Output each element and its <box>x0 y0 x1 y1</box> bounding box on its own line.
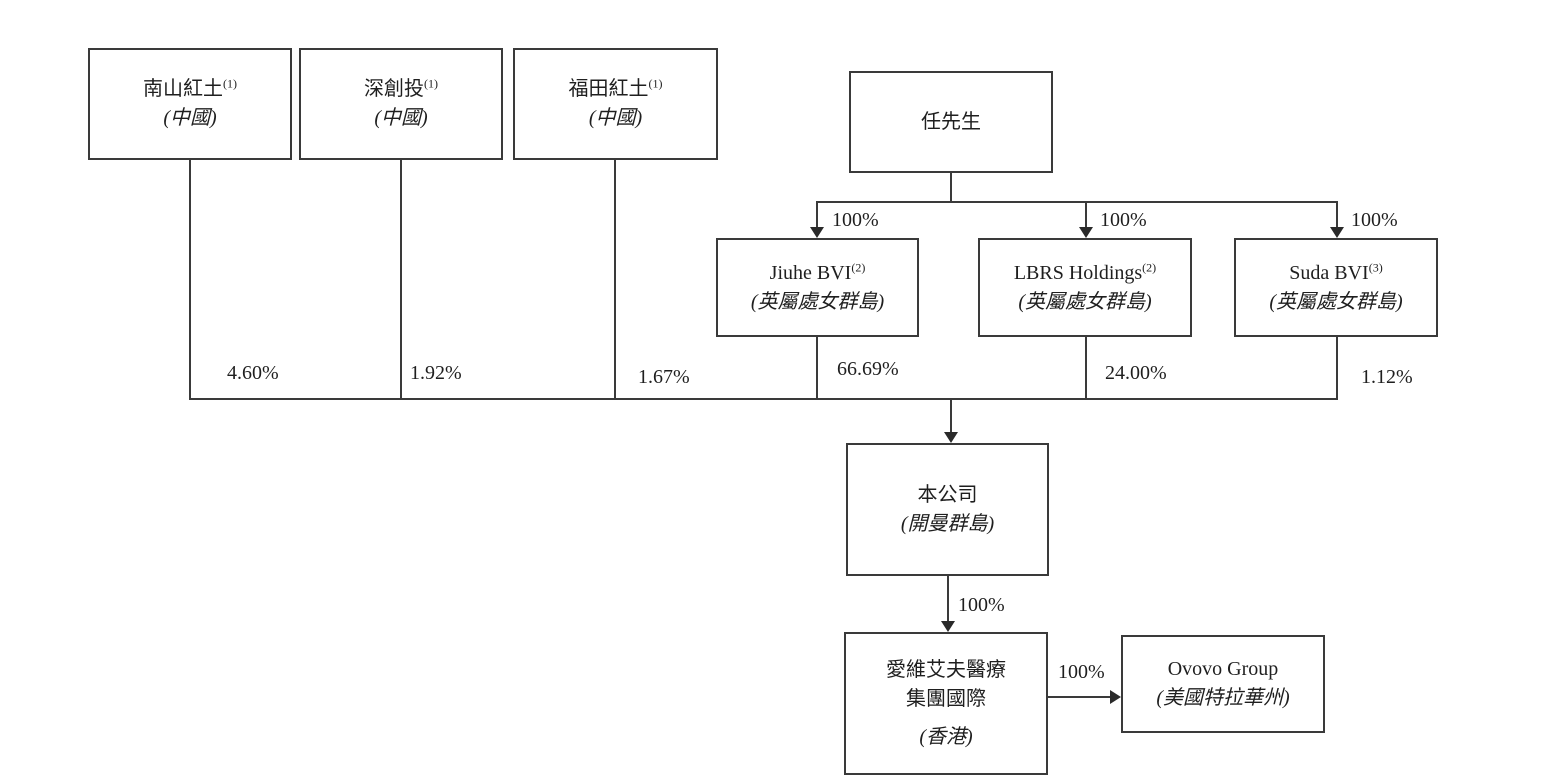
node-name: 深創投(1) <box>364 75 438 104</box>
ownership-label-ren-lbrs: 100% <box>1100 209 1147 231</box>
connector-jiuhe-bus <box>816 337 818 400</box>
node-name: Ovovo Group <box>1167 658 1279 680</box>
ownership-label-ren-suda: 100% <box>1351 209 1398 231</box>
node-name-text: 南山紅土 <box>143 78 223 100</box>
arrow-down-icon <box>1079 227 1093 238</box>
ownership-label-nanshan: 4.60% <box>227 362 279 384</box>
arrow-down-icon <box>810 227 824 238</box>
connector-suda-bus <box>1336 337 1338 400</box>
node-the-company: 本公司 (開曼群島) <box>846 443 1049 576</box>
node-name: 愛維艾夫醫療 <box>886 658 1006 681</box>
connector-company-hk <box>947 576 949 623</box>
node-location: (英屬處女群島) <box>1269 290 1403 313</box>
node-name: Suda BVI(3) <box>1289 259 1382 288</box>
node-name: 南山紅土(1) <box>143 75 237 104</box>
node-name-text: LBRS Holdings <box>1013 261 1143 284</box>
node-location: (中國) <box>588 107 643 129</box>
node-location: (中國) <box>374 107 428 129</box>
arrow-down-icon <box>1330 227 1344 238</box>
connector-bus-company <box>950 398 952 434</box>
ownership-label-shenchuangtou: 1.92% <box>410 362 462 384</box>
footnote-marker: (2) <box>851 259 866 274</box>
node-name: 任先生 <box>921 110 981 133</box>
node-location: (香港) <box>919 725 973 748</box>
connector-ren-distribution <box>816 201 1338 203</box>
connector-lbrs-bus <box>1085 337 1087 400</box>
connector-shareholder-bus <box>189 398 1338 400</box>
connector-nanshan-bus <box>189 160 191 400</box>
node-name: 本公司 <box>917 483 978 506</box>
node-name: LBRS Holdings(2) <box>1014 259 1156 288</box>
node-location: (英屬處女群島) <box>750 290 885 313</box>
connector-hk-ovovo <box>1048 696 1112 698</box>
footnote-marker: (2) <box>1142 259 1157 274</box>
node-ivf-medical-group-hk: 愛維艾夫醫療 集團國際 (香港) <box>844 632 1048 775</box>
footnote-marker: (1) <box>424 76 438 91</box>
arrow-right-icon <box>1110 690 1121 704</box>
ownership-label-hk-ovovo: 100% <box>1058 661 1105 683</box>
node-suda-bvi: Suda BVI(3) (英屬處女群島) <box>1234 238 1438 337</box>
node-location: (開曼群島) <box>900 512 995 535</box>
node-mr-ren: 任先生 <box>849 71 1053 173</box>
node-jiuhe-bvi: Jiuhe BVI(2) (英屬處女群島) <box>716 238 919 337</box>
connector-ren-stem <box>950 173 952 202</box>
connector-futian-bus <box>614 160 616 400</box>
connector-ren-suda <box>1336 201 1338 229</box>
connector-shenchuangtou-bus <box>400 160 402 400</box>
node-location: (中國) <box>163 107 217 129</box>
footnote-marker: (3) <box>1368 259 1383 274</box>
arrow-down-icon <box>941 621 955 632</box>
node-futian-hongtu: 福田紅土(1) (中國) <box>513 48 718 160</box>
node-lbrs-holdings: LBRS Holdings(2) (英屬處女群島) <box>978 238 1192 337</box>
node-name-text: Jiuhe BVI <box>769 261 852 284</box>
node-name: Jiuhe BVI(2) <box>770 259 866 288</box>
node-location: (美國特拉華州) <box>1156 687 1290 709</box>
ownership-label-company-hk: 100% <box>958 594 1005 616</box>
node-shenchuangtou: 深創投(1) (中國) <box>299 48 503 160</box>
connector-ren-jiuhe <box>816 201 818 229</box>
node-name: 福田紅土(1) <box>569 75 663 104</box>
footnote-marker: (1) <box>223 76 237 91</box>
node-name-text: 福田紅土 <box>568 78 649 100</box>
node-location: (英屬處女群島) <box>1018 290 1152 313</box>
ownership-label-suda: 1.12% <box>1361 366 1413 388</box>
node-ovovo-group: Ovovo Group (美國特拉華州) <box>1121 635 1325 733</box>
connector-ren-lbrs <box>1085 201 1087 229</box>
node-name-text: Suda BVI <box>1289 261 1369 284</box>
footnote-marker: (1) <box>648 76 663 91</box>
ownership-label-futian: 1.67% <box>638 366 690 388</box>
ownership-label-lbrs: 24.00% <box>1105 362 1167 384</box>
ownership-label-jiuhe: 66.69% <box>837 358 899 380</box>
arrow-down-icon <box>944 432 958 443</box>
node-name-text: 深創投 <box>364 78 424 100</box>
node-nanshan-hongtu: 南山紅土(1) (中國) <box>88 48 292 160</box>
node-name-line2: 集團國際 <box>906 687 986 710</box>
ownership-label-ren-jiuhe: 100% <box>832 209 879 231</box>
